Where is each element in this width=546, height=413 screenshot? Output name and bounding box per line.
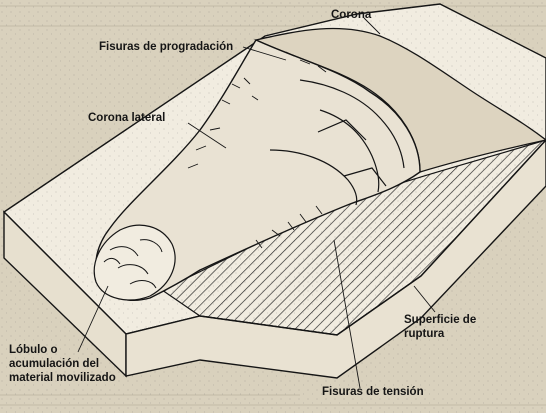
label-fisuras-tension: Fisuras de tensión [322, 385, 424, 399]
label-superficie-ruptura-line1: Superficie de [404, 313, 476, 327]
label-superficie-ruptura: Superficie de ruptura [404, 313, 476, 341]
label-lobulo-line2: acumulación del [9, 357, 116, 371]
label-corona: Corona [331, 8, 371, 22]
label-superficie-ruptura-line2: ruptura [404, 327, 476, 341]
label-fisuras-progradacion: Fisuras de progradación [99, 40, 233, 54]
label-corona-lateral: Corona lateral [88, 111, 165, 125]
label-lobulo: Lóbulo o acumulación del material movili… [9, 343, 116, 385]
label-lobulo-line3: material movilizado [9, 371, 116, 385]
label-lobulo-line1: Lóbulo o [9, 343, 116, 357]
